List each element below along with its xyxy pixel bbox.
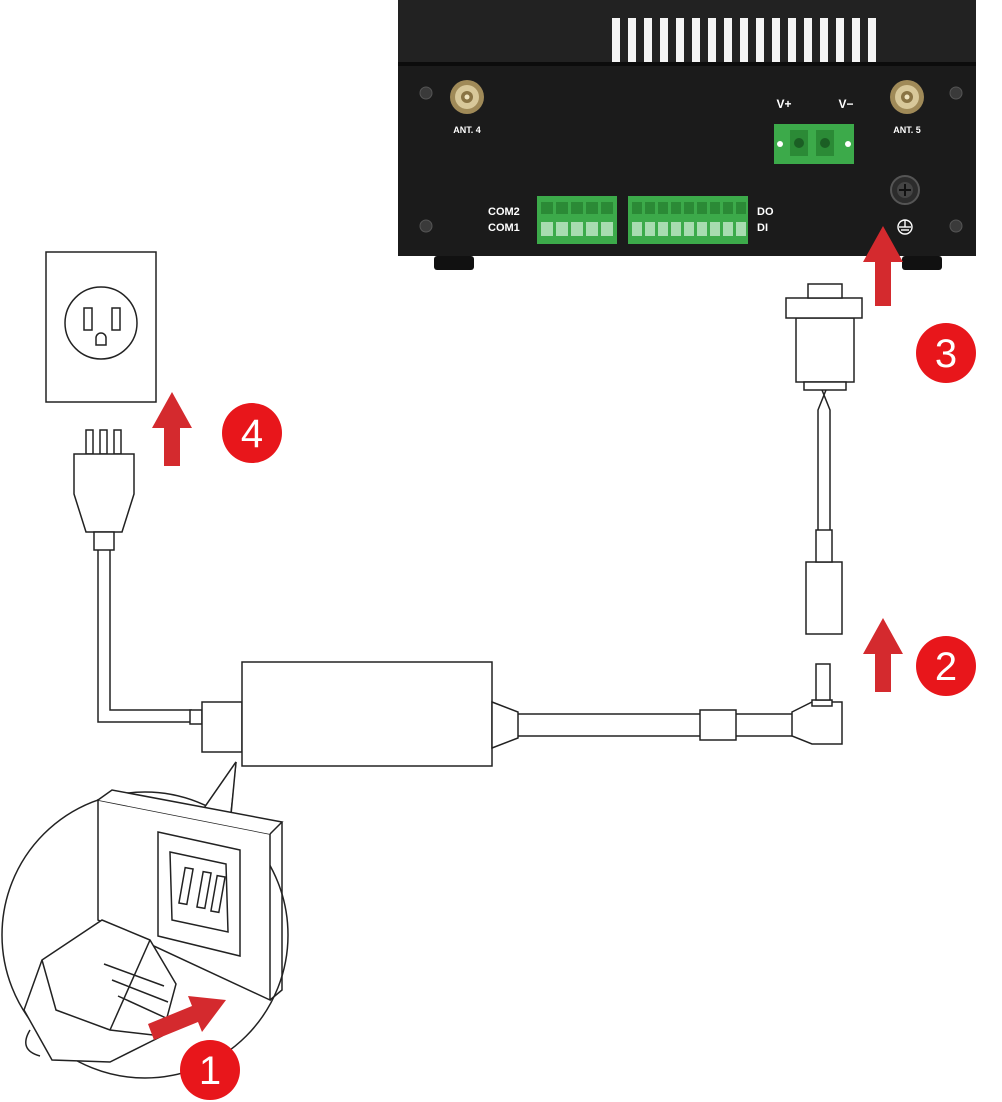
- power-terminal-block[interactable]: [774, 124, 854, 164]
- step-badge-1: 1: [180, 1040, 240, 1100]
- device-rear-panel: ANT. 4 ANT. 5 V+ V− COM2 COM1: [398, 0, 976, 270]
- ground-icon: [897, 219, 913, 235]
- arrow-step-1: [148, 996, 226, 1040]
- dio-terminal-block[interactable]: [628, 196, 748, 244]
- ac-cord: [97, 550, 192, 723]
- step-number-2: 2: [935, 645, 957, 689]
- device-top-case: [398, 0, 976, 62]
- step-number-3: 3: [935, 332, 957, 376]
- com1-label: COM1: [488, 222, 520, 234]
- iec-inlet-icon: [157, 831, 241, 957]
- iec-plug: [23, 919, 177, 1063]
- do-label: DO: [757, 206, 774, 218]
- corner-screws: [419, 86, 963, 233]
- ac-plug[interactable]: [73, 429, 135, 551]
- antenna-connector-5: [890, 80, 924, 114]
- com2-label: COM2: [488, 206, 520, 218]
- device-foot-right: [902, 256, 942, 270]
- step-number-4: 4: [241, 412, 263, 456]
- arrow-step-2: [863, 618, 903, 692]
- ferrite-bead: [699, 709, 737, 741]
- power-minus-label: V−: [838, 97, 853, 111]
- antenna-label-5: ANT. 5: [893, 125, 921, 135]
- device-foot-left: [434, 256, 474, 270]
- arrow-step-3: [863, 226, 903, 306]
- ground-screw[interactable]: [890, 175, 920, 205]
- antenna-label-4: ANT. 4: [453, 125, 481, 135]
- di-label: DI: [757, 222, 768, 234]
- power-plus-label: V+: [776, 97, 791, 111]
- vent-slots: [612, 18, 876, 62]
- arrow-step-4: [152, 392, 192, 466]
- step-badge-2: 2: [916, 636, 976, 696]
- step-number-1: 1: [199, 1049, 221, 1093]
- step-badge-3: 3: [916, 323, 976, 383]
- adapter-cable: [817, 389, 831, 530]
- antenna-connector-4: [450, 80, 484, 114]
- zoom-inset: [1, 761, 289, 1079]
- dc-jack-adapter[interactable]: [805, 529, 843, 635]
- wall-outlet: [45, 251, 157, 403]
- dc-plug-right-angle[interactable]: [791, 663, 843, 745]
- terminal-plug-connector[interactable]: [785, 283, 863, 391]
- power-adapter: [189, 661, 519, 767]
- dc-cord: [518, 713, 792, 737]
- com-terminal-block[interactable]: [537, 196, 617, 244]
- ac-outlet-icon: [64, 286, 138, 360]
- step-badge-4: 4: [222, 403, 282, 463]
